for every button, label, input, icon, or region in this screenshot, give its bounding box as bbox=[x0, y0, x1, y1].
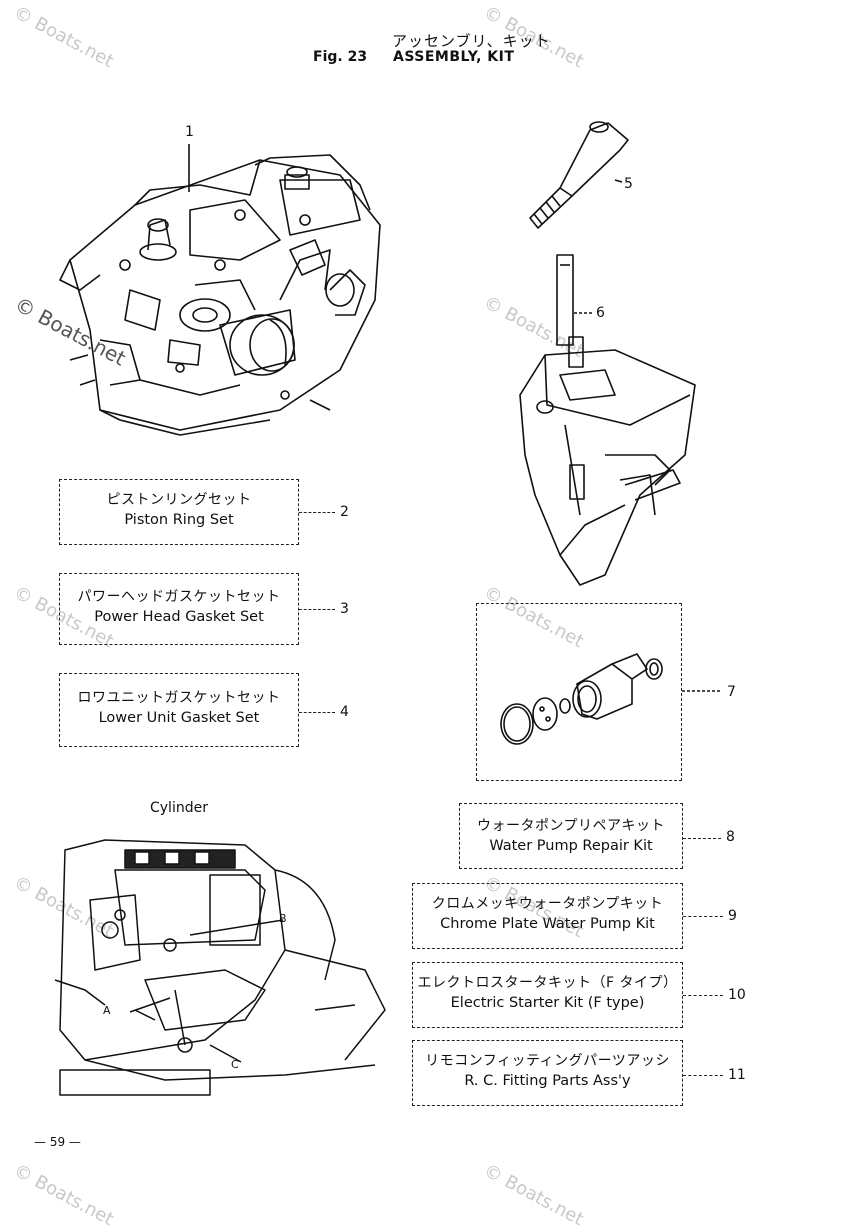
title-english: ASSEMBLY, KIT bbox=[393, 49, 515, 65]
kit-number-8: 8 bbox=[726, 829, 735, 845]
leader-line-4 bbox=[299, 712, 335, 713]
kit-number-3: 3 bbox=[340, 601, 349, 617]
callout-label-a: A bbox=[103, 1004, 111, 1017]
kit-number-4: 4 bbox=[340, 704, 349, 720]
figure-number: Fig. 23 bbox=[313, 49, 368, 65]
water-pump-parts-drawing bbox=[500, 653, 663, 745]
kit-name-jp: ピストンリングセット bbox=[106, 492, 252, 508]
leader-line-9 bbox=[683, 916, 723, 917]
kit-box-lower-unit-gasket-set: ロワユニットガスケットセット Lower Unit Gasket Set bbox=[59, 673, 299, 747]
watermark: © Boats.net bbox=[480, 1160, 587, 1230]
leader-line-11 bbox=[683, 1075, 723, 1076]
power-head-drawing bbox=[59, 144, 381, 436]
kit-box-electric-starter-kit: エレクトロスタータキット（F タイプ） Electric Starter Kit… bbox=[412, 962, 683, 1028]
part-number-1: 1 bbox=[185, 124, 194, 140]
kit-name-en: Lower Unit Gasket Set bbox=[98, 710, 260, 726]
kit-box-rc-fitting-parts: リモコンフィッティングパーツアッシ R. C. Fitting Parts As… bbox=[412, 1040, 683, 1106]
kit-name-jp: クロムメッキウォータポンプキット bbox=[431, 896, 664, 912]
leader-line-8 bbox=[683, 838, 721, 839]
kit-name-en: Water Pump Repair Kit bbox=[489, 838, 653, 854]
kit-number-9: 9 bbox=[728, 908, 737, 924]
kit-number-10: 10 bbox=[728, 987, 746, 1003]
leader-line-2 bbox=[299, 512, 335, 513]
kit-name-jp: ロワユニットガスケットセット bbox=[77, 690, 281, 706]
part-number-7: 7 bbox=[727, 684, 736, 700]
cylinder-photo-drawing bbox=[54, 839, 386, 1096]
kit-name-jp: ウォータポンプリペアキット bbox=[476, 818, 666, 834]
kit-box-water-pump-repair-kit: ウォータポンプリペアキット Water Pump Repair Kit bbox=[459, 803, 683, 869]
cylinder-title: Cylinder bbox=[150, 800, 208, 816]
leader-line-10 bbox=[683, 995, 723, 996]
kit-name-jp: エレクトロスタータキット（F タイプ） bbox=[417, 975, 678, 991]
water-pump-parts-box bbox=[476, 603, 682, 781]
kit-name-en: Electric Starter Kit (F type) bbox=[450, 995, 645, 1011]
part-number-5: 5 bbox=[624, 176, 633, 192]
kit-box-piston-ring-set: ピストンリングセット Piston Ring Set bbox=[59, 479, 299, 545]
lower-unit-drawing bbox=[519, 254, 696, 586]
leader-line-7 bbox=[682, 690, 722, 692]
kit-name-en: R. C. Fitting Parts Ass'y bbox=[464, 1073, 631, 1089]
kit-number-11: 11 bbox=[728, 1067, 746, 1083]
kit-name-jp: リモコンフィッティングパーツアッシ bbox=[425, 1053, 670, 1069]
kit-box-chrome-plate-water-pump-kit: クロムメッキウォータポンプキット Chrome Plate Water Pump… bbox=[412, 883, 683, 949]
kit-name-en: Power Head Gasket Set bbox=[94, 609, 264, 625]
page-number: — 59 — bbox=[34, 1135, 81, 1149]
kit-name-en: Chrome Plate Water Pump Kit bbox=[440, 916, 655, 932]
part-number-6: 6 bbox=[596, 305, 605, 321]
title-japanese: アッセンブリ、キット bbox=[392, 32, 551, 50]
callout-label-b: B bbox=[279, 912, 287, 925]
leader-line-3 bbox=[299, 609, 335, 610]
kit-name-en: Piston Ring Set bbox=[124, 512, 234, 528]
kit-box-power-head-gasket-set: パワーヘッドガスケットセット Power Head Gasket Set bbox=[59, 573, 299, 645]
kit-number-2: 2 bbox=[340, 504, 349, 520]
kit-name-jp: パワーヘッドガスケットセット bbox=[77, 589, 281, 605]
drive-shaft-drawing bbox=[529, 121, 629, 229]
watermark: © Boats.net bbox=[10, 2, 117, 73]
watermark: © Boats.net bbox=[10, 1160, 117, 1230]
callout-label-c: C bbox=[231, 1058, 239, 1071]
leader-line-6 bbox=[574, 312, 594, 314]
